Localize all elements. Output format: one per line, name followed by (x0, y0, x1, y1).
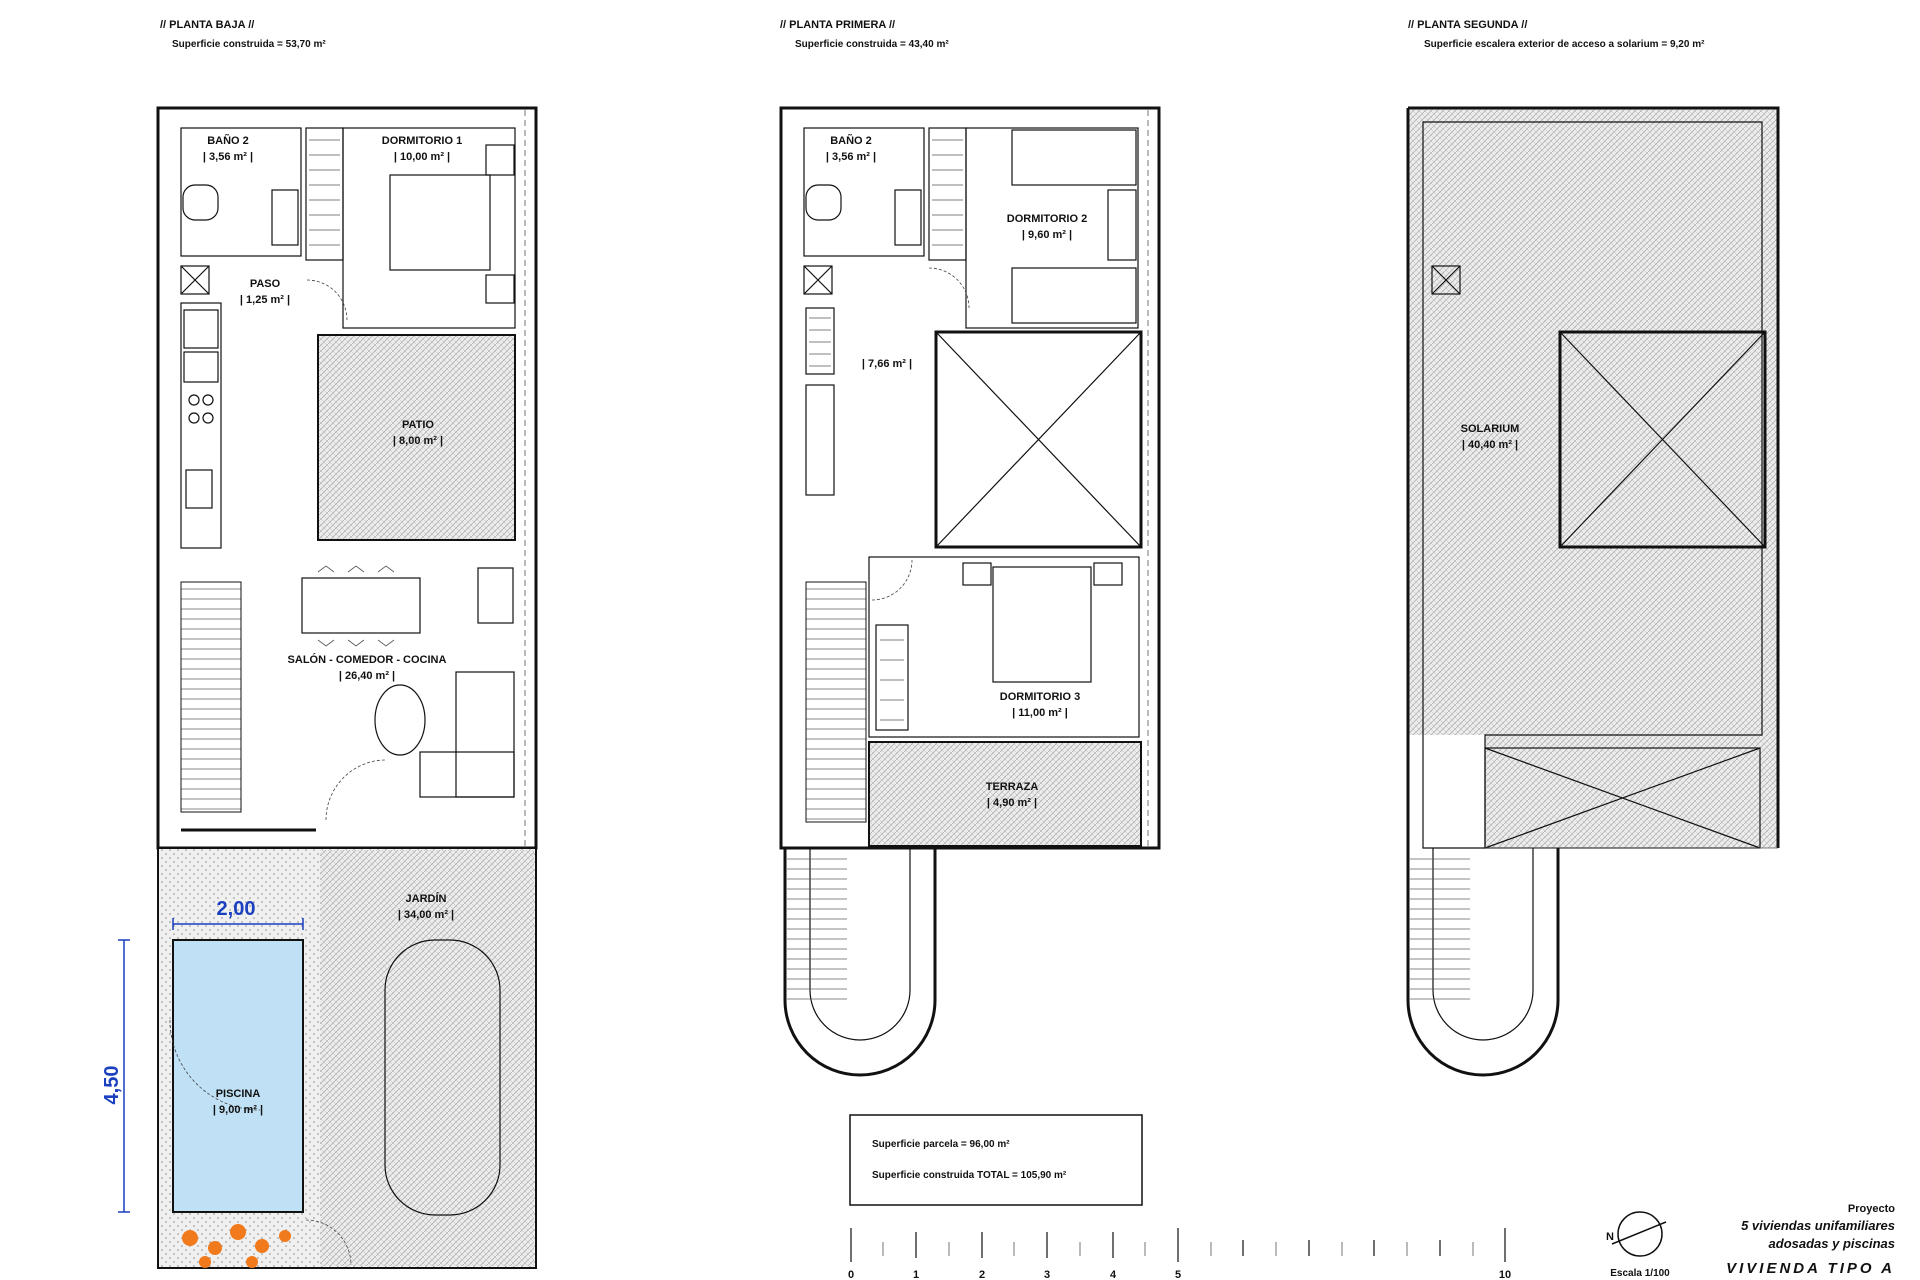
pool-width-dimension: 2,00 (217, 898, 256, 920)
dwelling-type: VIVIENDA TIPO A (1726, 1260, 1895, 1277)
first-floor-surface: Superficie construida = 43,40 m² (795, 39, 949, 50)
north-arrow-icon (1611, 1211, 1667, 1257)
pool-length-dimension: 4,50 (101, 1066, 123, 1105)
pool (172, 939, 304, 1213)
scale-tick-2: 2 (979, 1269, 985, 1280)
second-floor-title: // PLANTA SEGUNDA // (1408, 19, 1527, 31)
terraza-name: TERRAZA (986, 781, 1039, 793)
dorm1-area: | 10,00 m² | (394, 151, 450, 163)
scale-label: Escala 1/100 (1610, 1268, 1670, 1279)
project-line-1: 5 viviendas unifamiliares (1741, 1218, 1895, 1233)
scale-tick-0: 0 (848, 1269, 854, 1280)
patio-area: | 8,00 m² | (393, 435, 443, 447)
scale-tick-3: 3 (1044, 1269, 1050, 1280)
jardin-area: | 34,00 m² | (398, 909, 454, 921)
surface-summary-box: Superficie parcela = 96,00 m² Superficie… (849, 1114, 1143, 1206)
first-bano-area: | 3,56 m² | (826, 151, 876, 163)
piscina-area: | 9,00 m² | (213, 1104, 263, 1116)
dorm2-area: | 9,60 m² | (1022, 229, 1072, 241)
ground-floor-plan: 2,00 4,50 BAÑO 2 | 3,56 m² | DORMITORIO … (101, 106, 538, 1269)
project-line-2: adosadas y piscinas (1769, 1236, 1895, 1251)
second-floor-plan: SOLARIUM | 40,40 m² | (1406, 106, 1780, 1077)
scale-tick-10: 10 (1499, 1269, 1511, 1280)
ground-bano-area: | 3,56 m² | (203, 151, 253, 163)
ground-floor-surface: Superficie construida = 53,70 m² (172, 39, 326, 50)
north-label: N (1606, 1231, 1614, 1243)
scale-tick-4: 4 (1110, 1269, 1117, 1280)
first-floor-plan: BAÑO 2 | 3,56 m² | DORMITORIO 2 | 9,60 m… (779, 106, 1161, 1077)
terraza-area: | 4,90 m² | (987, 797, 1037, 809)
salon-name: SALÓN - COMEDOR - COCINA (288, 653, 447, 666)
dorm2-name: DORMITORIO 2 (1007, 213, 1087, 225)
dorm1-name: DORMITORIO 1 (382, 135, 462, 147)
scale-tick-5: 5 (1175, 1269, 1181, 1280)
ground-floor-title: // PLANTA BAJA // (160, 19, 254, 31)
dorm3-name: DORMITORIO 3 (1000, 691, 1080, 703)
jardin-name: JARDÍN (406, 892, 447, 905)
solarium-name: SOLARIUM (1461, 423, 1520, 435)
piscina-name: PISCINA (216, 1088, 261, 1100)
patio-name: PATIO (402, 419, 434, 431)
second-floor-surface: Superficie escalera exterior de acceso a… (1424, 39, 1705, 50)
salon-area: | 26,40 m² | (339, 670, 395, 682)
ground-bano-name: BAÑO 2 (207, 134, 249, 147)
plot-surface: Superficie parcela = 96,00 m² (872, 1139, 1010, 1150)
scale-tick-1: 1 (913, 1269, 919, 1280)
title-block: N Escala 1/100 Proyecto 5 viviendas unif… (1606, 1203, 1895, 1279)
paso-name: PASO (250, 278, 281, 290)
estudio-area: | 7,66 m² | (862, 358, 912, 370)
paso-area: | 1,25 m² | (240, 294, 290, 306)
flower-bed (182, 1224, 291, 1268)
dorm3-area: | 11,00 m² | (1012, 707, 1068, 719)
solarium-area: | 40,40 m² | (1462, 439, 1518, 451)
first-bano-name: BAÑO 2 (830, 134, 872, 147)
total-built-surface: Superficie construida TOTAL = 105,90 m² (872, 1170, 1067, 1181)
scale-bar: 0 1 2 3 4 5 10 (848, 1228, 1511, 1280)
first-floor-title: // PLANTA PRIMERA // (780, 19, 895, 31)
project-label: Proyecto (1848, 1203, 1895, 1215)
